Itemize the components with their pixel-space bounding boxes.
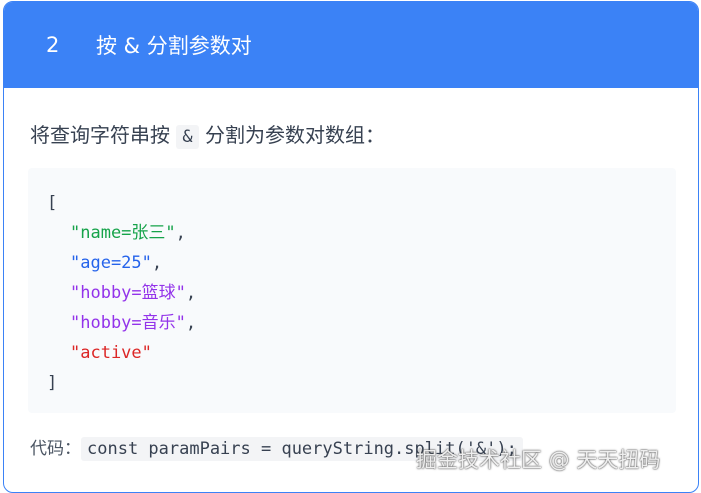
array-string: "hobby=篮球" [70,283,186,303]
step-card: 2 按 & 分割参数对 将查询字符串按 & 分割为参数对数组： [ "name=… [3,1,699,493]
array-string: "age=25" [70,253,152,273]
step-number: 2 [46,33,60,57]
step-header: 2 按 & 分割参数对 [4,2,698,88]
array-item: "name=张三", [28,218,676,248]
array-item: "active" [28,338,676,368]
array-comma: , [151,253,163,273]
array-item: "hobby=篮球", [28,278,676,308]
array-item: "hobby=音乐", [28,308,676,338]
step-title: 按 & 分割参数对 [96,34,252,58]
array-item: "age=25", [28,248,676,278]
footer-label: 代码： [30,439,81,459]
array-comma: , [185,283,197,303]
array-string: "name=张三" [70,223,176,243]
array-string: "active" [70,343,152,363]
code-close: ] [47,373,58,393]
desc-text: 将查询字符串按 [30,123,170,147]
code-open: [ [47,193,58,213]
array-string: "hobby=音乐" [70,313,186,333]
footer-code: const paramPairs = queryString.split('&'… [81,437,523,461]
code-block: [ "name=张三","age=25","hobby=篮球","hobby=音… [28,168,676,413]
watermark: 掘金技术社区 @ 天天扭码 [416,448,661,472]
array-comma: , [175,223,186,243]
desc-text: 分割为参数对数组： [204,123,385,147]
step-description: 将查询字符串按 & 分割为参数对数组： [30,119,385,149]
inline-code: & [176,125,199,149]
code-footer: 代码：const paramPairs = queryString.split(… [30,434,523,461]
array-comma: , [185,313,197,333]
